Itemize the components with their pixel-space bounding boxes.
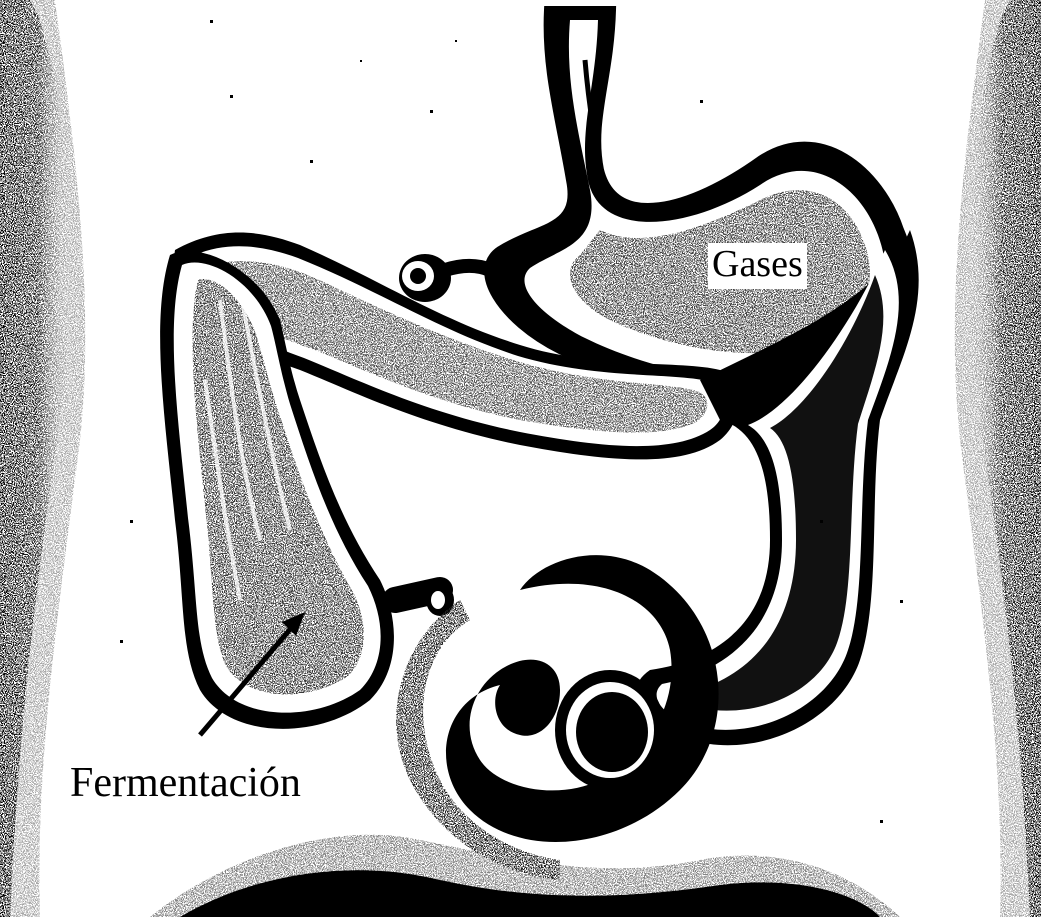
gases-label: Gases — [708, 243, 807, 289]
fermentacion-label: Fermentación — [64, 760, 307, 810]
